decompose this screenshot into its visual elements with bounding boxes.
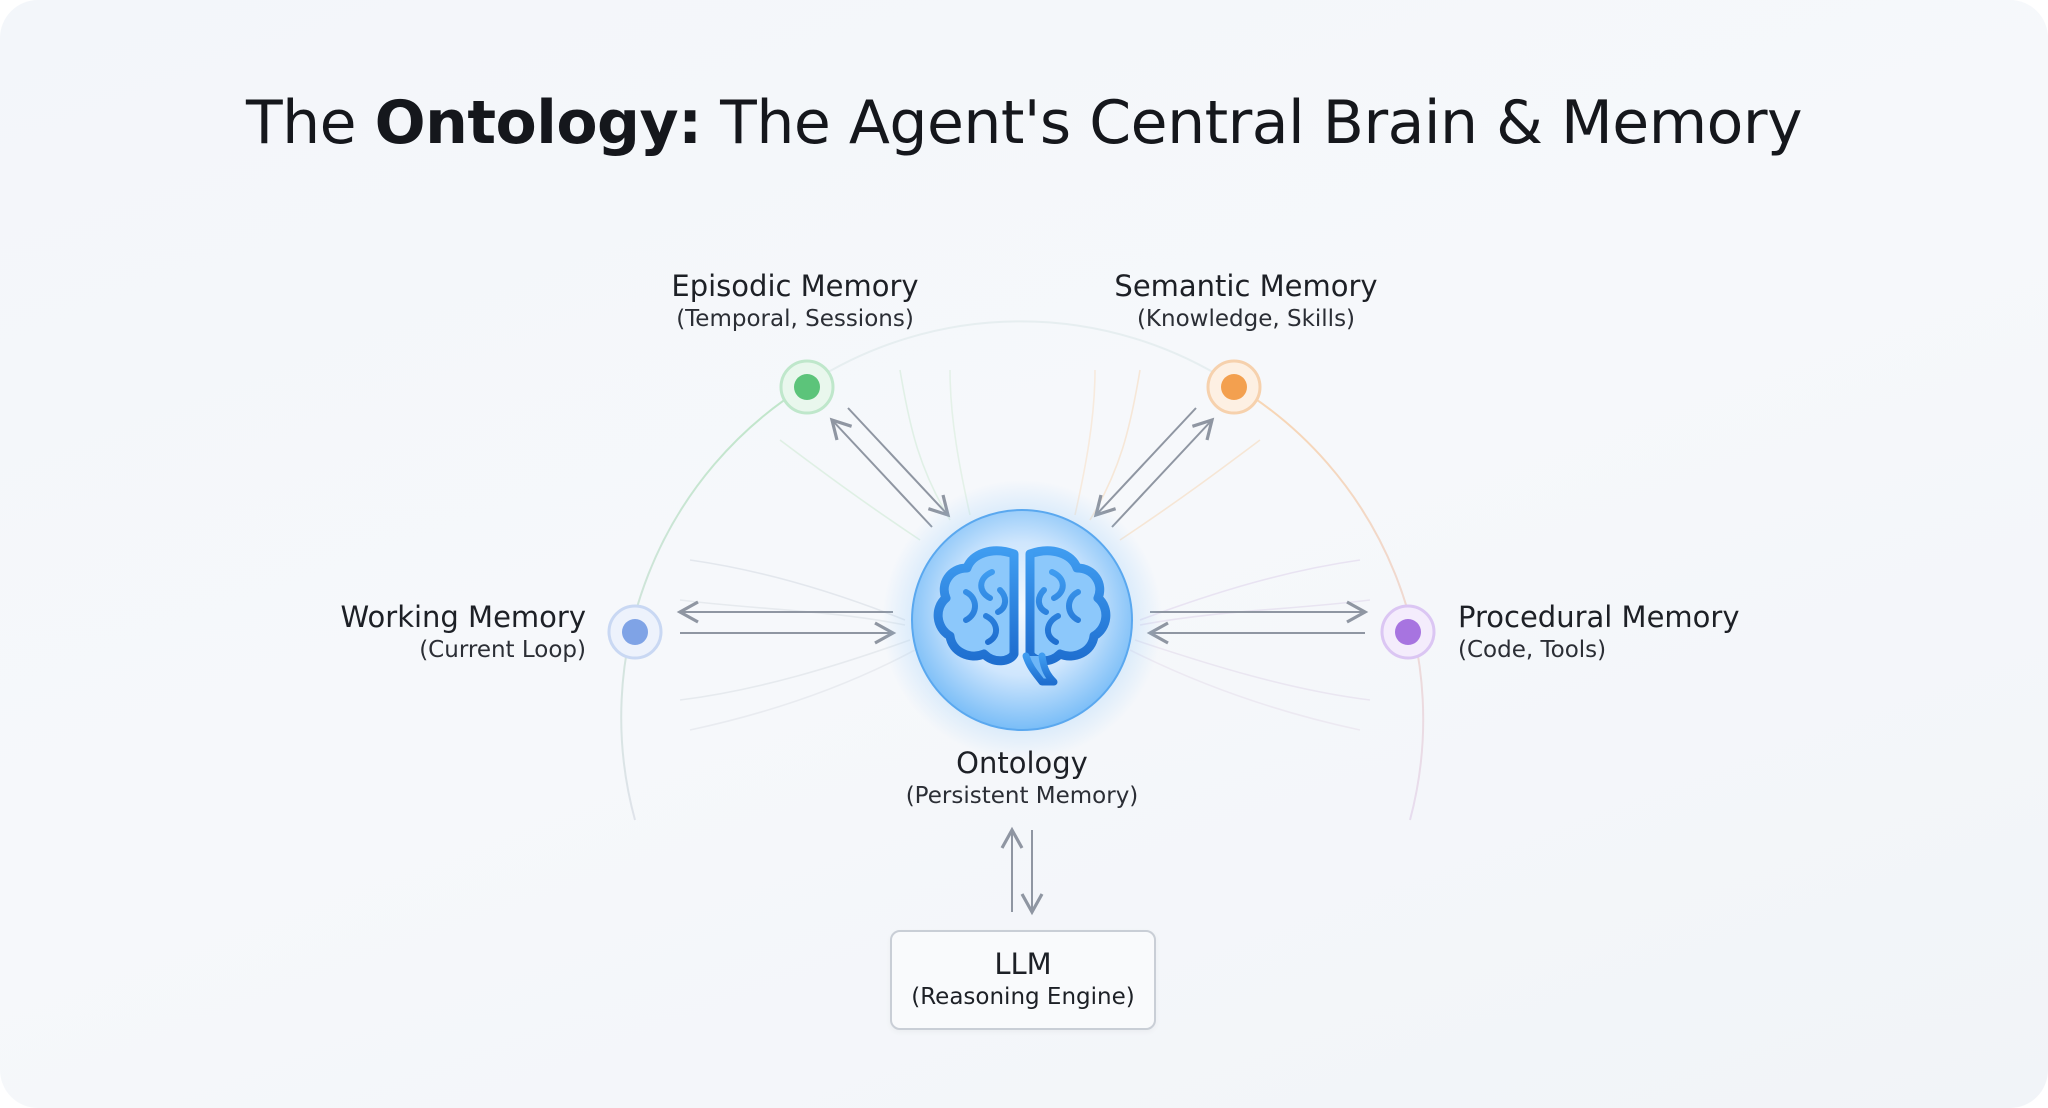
working-memory-sub: (Current Loop) [419,637,586,663]
procedural-node [1380,604,1436,660]
arrow-semantic-in [1093,407,1197,518]
outer-arc [620,320,1425,821]
procedural-memory-label: Procedural Memory (Code, Tools) [1458,599,1740,665]
procedural-memory-sub: (Code, Tools) [1458,637,1607,663]
episodic-memory-name: Episodic Memory [671,269,919,303]
llm-sub: (Reasoning Engine) [911,984,1135,1010]
title-suffix: The Agent's Central Brain & Memory [701,88,1803,158]
brain-icon [933,546,1111,686]
episodic-memory-sub: (Temporal, Sessions) [676,306,914,332]
outer-arc-right [1233,384,1425,821]
working-memory-label: Working Memory (Current Loop) [341,599,586,665]
arrow-semantic-out [1111,417,1215,528]
outer-arc-top [806,320,1235,386]
semantic-memory-label: Semantic Memory (Knowledge, Skills) [1114,268,1377,334]
ontology-label: Ontology (Persistent Memory) [906,745,1139,811]
llm-name: LLM [994,947,1052,981]
llm-box: LLM (Reasoning Engine) [890,930,1156,1030]
arrow-episodic-out [829,417,933,528]
episodic-memory-label: Episodic Memory (Temporal, Sessions) [671,268,918,334]
episodic-node [779,359,835,415]
outer-arc-left [620,384,808,821]
arrow-episodic-in [847,407,951,518]
connection-arrows [676,407,1369,916]
working-node [607,604,663,660]
semantic-memory-name: Semantic Memory [1114,269,1378,303]
title-prefix: The [245,88,375,158]
semantic-memory-sub: (Knowledge, Skills) [1136,306,1356,332]
ontology-sub: (Persistent Memory) [905,783,1139,809]
semantic-node [1206,359,1262,415]
title-bold: Ontology: [374,88,702,158]
ontology-node [882,480,1162,760]
page-title: The Ontology: The Agent's Central Brain … [0,88,2048,158]
ontology-name: Ontology [956,746,1088,780]
procedural-memory-name: Procedural Memory [1458,600,1740,634]
working-memory-name: Working Memory [340,600,586,634]
